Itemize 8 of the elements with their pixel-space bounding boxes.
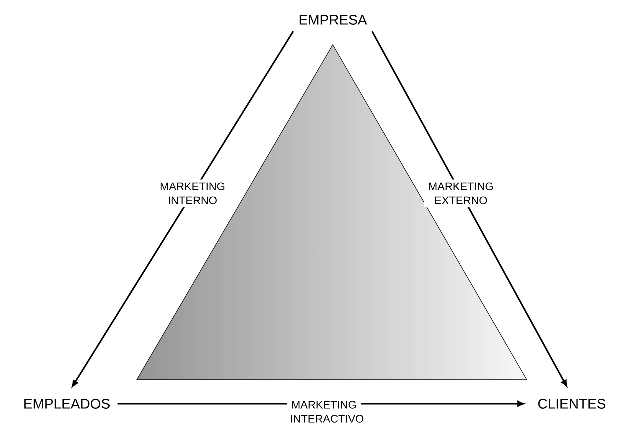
edge-label: MARKETING INTERNO (156, 180, 230, 208)
edge-label: MARKETING INTERACTIVO (287, 398, 364, 426)
edge-label: MARKETING EXTERNO (424, 180, 498, 208)
arrow (372, 31, 568, 387)
node-label: CLIENTES (538, 399, 606, 409)
node-label: EMPLEADOS (24, 399, 110, 409)
node-label: EMPRESA (300, 15, 368, 25)
arrow (72, 31, 294, 388)
